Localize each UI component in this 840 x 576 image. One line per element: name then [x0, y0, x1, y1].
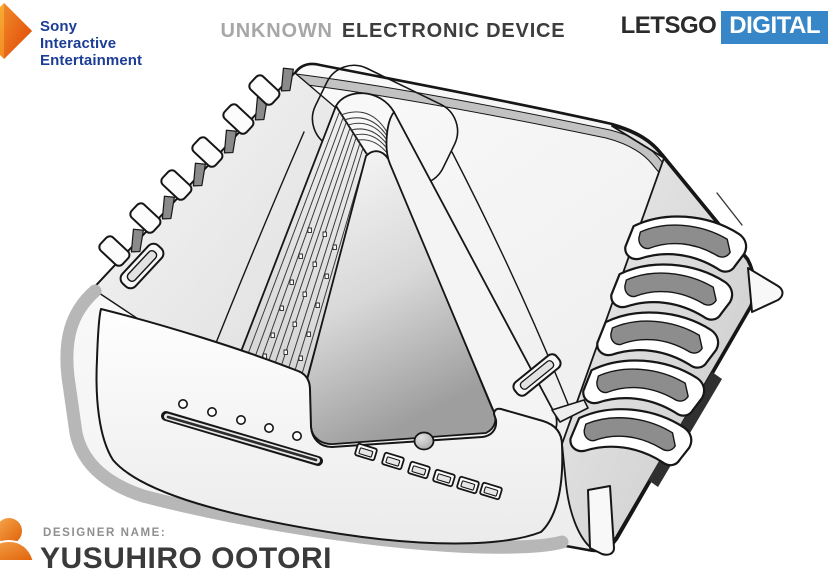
indicator-dots — [178, 398, 302, 441]
cooling-fins — [98, 67, 294, 267]
page-title: UNKNOWN ELECTRONIC DEVICE — [221, 20, 566, 43]
page: { "header": { "sony": { "lines": ["Sony"… — [0, 3, 828, 575]
left-top-slot — [119, 242, 165, 290]
power-button — [413, 431, 435, 451]
disc-slot — [161, 411, 323, 466]
designer-label: DESIGNER NAME: — [43, 527, 167, 539]
page-title-strong: ELECTRONIC DEVICE — [341, 20, 566, 42]
rib-holes — [262, 227, 337, 362]
bottom-foot — [587, 485, 615, 556]
front-ports — [354, 442, 503, 501]
sony-wordmark-line: Interactive — [40, 35, 117, 53]
sony-mark-icon — [0, 3, 32, 59]
letsgo-digital-logo: LETSGO DIGITAL — [621, 11, 828, 44]
digital-badge: DIGITAL — [721, 11, 828, 44]
sony-wordmark-line: Entertainment — [40, 52, 143, 70]
page-title-muted: UNKNOWN — [220, 20, 333, 42]
designer-name: YUSUHIRO OOTORI — [40, 542, 332, 575]
person-icon — [0, 518, 35, 560]
side-foot — [747, 267, 784, 313]
sony-wordmark-line: Sony — [40, 18, 78, 35]
right-top-slot — [512, 353, 562, 397]
wedge-detail — [551, 399, 589, 423]
sony-wordmark: Sony Interactive Entertainment — [40, 18, 142, 69]
device-illustration — [0, 3, 784, 560]
letsgo-text: LETSGO — [620, 12, 717, 39]
